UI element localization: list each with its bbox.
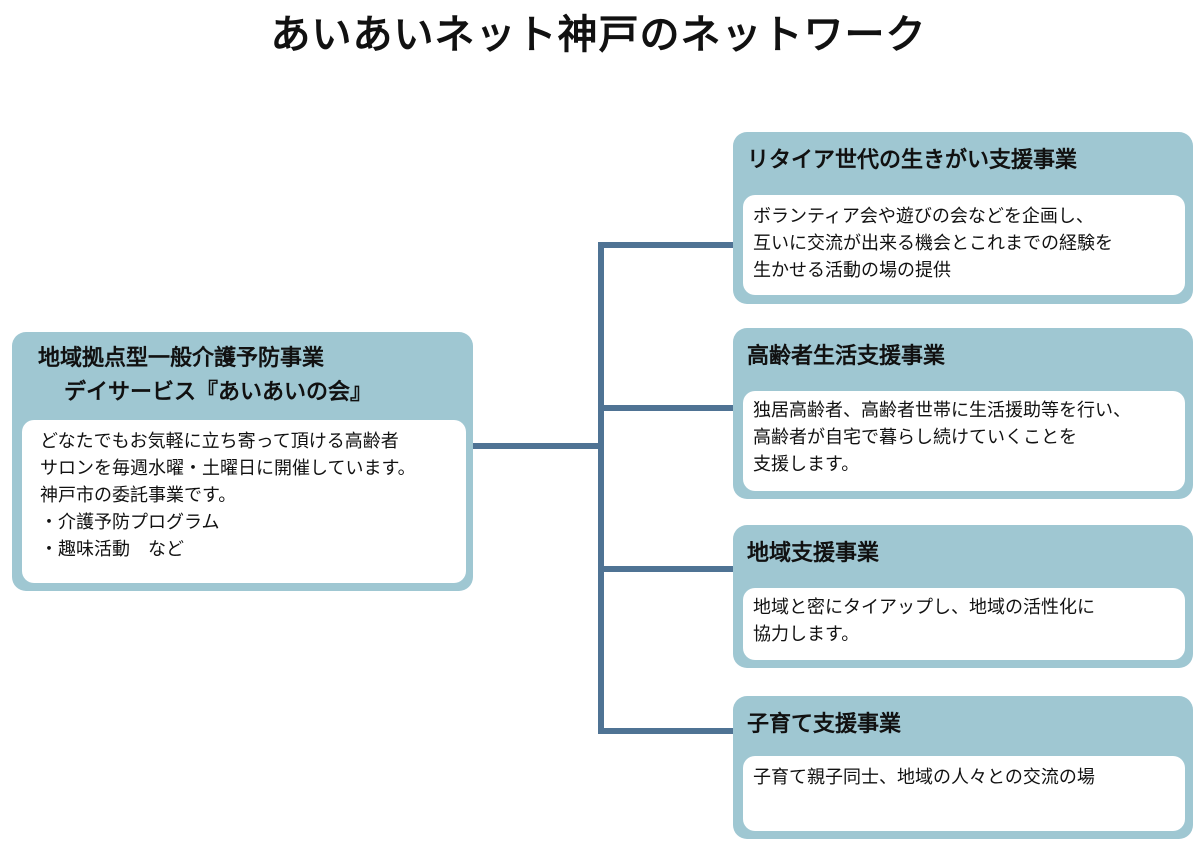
program-title-retirement: リタイア世代の生きがい支援事業 [747,148,1078,173]
connector-branch-4 [598,728,736,734]
program-title-community: 地域支援事業 [747,541,880,566]
program-retirement-line-1: ボランティア会や遊びの会などを企画し、 [753,206,1094,227]
main-program-description: どなたでもお気軽に立ち寄って頂ける高齢者 サロンを毎週水曜・土曜日に開催していま… [22,420,466,583]
connector-branch-3 [598,566,736,572]
program-card-childcare: 子育て支援事業 子育て親子同士、地域の人々との交流の場 [733,696,1193,839]
program-card-community: 地域支援事業 地域と密にタイアップし、地域の活性化に 協力します。 [733,525,1193,668]
program-description-childcare: 子育て親子同士、地域の人々との交流の場 [743,756,1185,831]
program-community-line-2: 協力します。 [753,624,860,645]
main-program-desc-line-2: サロンを毎週水曜・土曜日に開催しています。 [40,458,416,479]
page-title: あいあいネット神戸のネットワーク [270,12,927,58]
program-card-retirement: リタイア世代の生きがい支援事業 ボランティア会や遊びの会などを企画し、 互いに交… [733,132,1193,304]
main-program-card: 地域拠点型一般介護予防事業 デイサービス『あいあいの会』 どなたでもお気軽に立ち… [12,332,473,591]
program-description-elderly-support: 独居高齢者、高齢者世帯に生活援助等を行い、 高齢者が自宅で暮らし続けていくことを… [743,391,1185,491]
program-description-community: 地域と密にタイアップし、地域の活性化に 協力します。 [743,588,1185,660]
program-elderly-line-2: 高齢者が自宅で暮らし続けていくことを [753,427,1077,448]
connector-branch-2 [598,405,736,411]
program-elderly-line-1: 独居高齢者、高齢者世帯に生活援助等を行い、 [753,400,1131,421]
main-program-title-line1: 地域拠点型一般介護予防事業 [38,346,325,371]
program-elderly-line-3: 支援します。 [753,454,860,475]
main-program-title-line2: デイサービス『あいあいの会』 [64,380,373,405]
main-program-desc-line-3: 神戸市の委託事業です。 [40,485,237,506]
program-title-childcare: 子育て支援事業 [747,712,902,737]
connector-branch-1 [598,242,736,248]
connector-trunk [598,242,604,734]
program-community-line-1: 地域と密にタイアップし、地域の活性化に [753,597,1095,618]
program-childcare-line-1: 子育て親子同士、地域の人々との交流の場 [753,767,1095,788]
connector-main-stem [472,443,602,449]
program-retirement-line-3: 生かせる活動の場の提供 [753,260,951,281]
program-description-retirement: ボランティア会や遊びの会などを企画し、 互いに交流が出来る機会とこれまでの経験を… [743,195,1185,295]
main-program-desc-line-5: ・趣味活動 など [40,539,184,560]
program-retirement-line-2: 互いに交流が出来る機会とこれまでの経験を [753,233,1113,254]
main-program-desc-line-4: ・介護予防プログラム [40,512,220,533]
program-title-elderly-support: 高齢者生活支援事業 [747,344,946,369]
program-card-elderly-support: 高齢者生活支援事業 独居高齢者、高齢者世帯に生活援助等を行い、 高齢者が自宅で暮… [733,328,1193,499]
main-program-desc-line-1: どなたでもお気軽に立ち寄って頂ける高齢者 [40,431,399,452]
